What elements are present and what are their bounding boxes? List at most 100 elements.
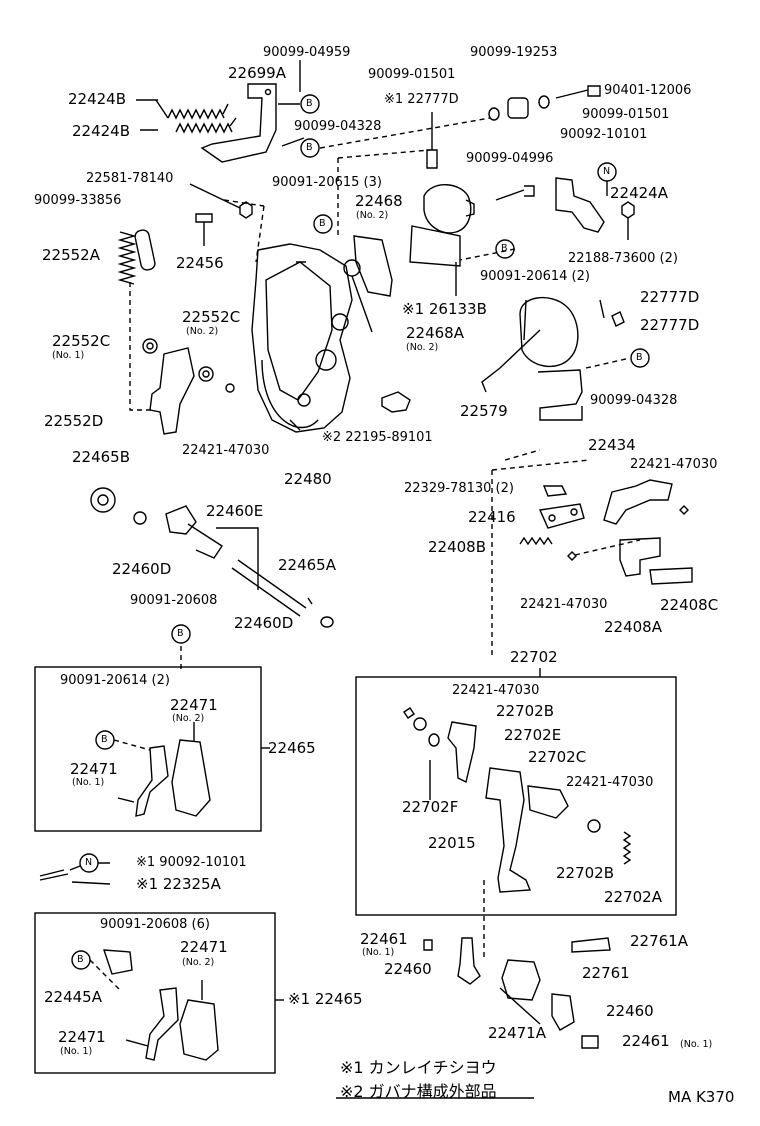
- label-22416: 22416: [468, 508, 516, 526]
- label-22445a: 22445A: [44, 988, 102, 1006]
- label-22465a: 22465A: [278, 556, 336, 574]
- label-22471-no2-sub: (No. 2): [172, 713, 205, 724]
- spring-22552a: [117, 229, 156, 285]
- label-22465: 22465: [268, 739, 316, 757]
- label-26133b: ※1 26133B: [402, 300, 487, 318]
- lever-22552d: [142, 338, 235, 435]
- bolt-22456: [189, 183, 253, 246]
- bracket-22699a: [200, 83, 277, 163]
- label-22702b-b: 22702B: [556, 864, 615, 882]
- label-90091-20614-b: 90091-20614 (2): [60, 673, 170, 688]
- label-22471a: 22471A: [488, 1024, 546, 1042]
- label-90401-12006: 90401-12006: [604, 83, 692, 98]
- label-90099-33856: 90099-33856: [34, 193, 122, 208]
- lever-22471-box1: [117, 722, 211, 817]
- label-22471-b-no1: 22471: [58, 1028, 106, 1046]
- label-90091-20608-b: 90091-20608 (6): [100, 917, 210, 932]
- bubble-n-1: N: [603, 166, 611, 177]
- label-22761: 22761: [582, 964, 630, 982]
- figure-code: MA K370: [668, 1088, 735, 1106]
- diaphragm-26133b: [409, 184, 475, 296]
- bubble-b-2: B: [306, 142, 313, 153]
- label-22460-a: 22460: [384, 960, 432, 978]
- label-22461-b-no1: (No. 1): [680, 1039, 713, 1050]
- label-22015: 22015: [428, 834, 476, 852]
- label-22188-73600: 22188-73600 (2): [568, 251, 678, 266]
- spring-22424b-lower: [175, 117, 237, 134]
- lever-22702-assembly: [403, 707, 632, 893]
- box-22465: [34, 666, 262, 832]
- actuator-22579: [481, 296, 625, 421]
- shaft-22460e: [133, 505, 334, 628]
- label-22460d-b: 22460D: [234, 614, 294, 632]
- plug-22195: [381, 391, 411, 413]
- label-22460-b: 22460: [606, 1002, 654, 1020]
- label-22471-b-no2: 22471: [180, 938, 228, 956]
- label-22480: 22480: [284, 470, 332, 488]
- label-90099-19253: 90099-19253: [470, 45, 558, 60]
- label-22421-47030-e: 22421-47030: [566, 775, 654, 790]
- box-22702: [355, 676, 677, 916]
- label-22702b-a: 22702B: [496, 702, 555, 720]
- leaders-top-left: [136, 60, 305, 147]
- label-22325a: ※1 22325A: [136, 875, 221, 893]
- label-22421-47030-b: 22421-47030: [630, 457, 718, 472]
- bracket-22424a: [555, 177, 635, 240]
- label-22471-no1: 22471: [70, 760, 118, 778]
- label-22434: 22434: [588, 436, 636, 454]
- label-22699a: 22699A: [228, 64, 286, 82]
- label-22471-b-no1-sub: (No. 1): [60, 1046, 93, 1057]
- box-22465-lower: [34, 912, 276, 1074]
- label-90092-10101-b: ※1 90092-10101: [136, 855, 247, 870]
- label-22421-47030-a: 22421-47030: [182, 443, 270, 458]
- label-22777d-r2: 22777D: [640, 316, 700, 334]
- pin-22777d-top: [426, 112, 438, 169]
- label-90091-20614-a: 90091-20614 (2): [480, 269, 590, 284]
- bubble-b-7: B: [101, 734, 108, 745]
- label-22408a: 22408A: [604, 618, 662, 636]
- bubble-b-5: B: [636, 352, 643, 363]
- label-90092-10101-a: 90092-10101: [560, 127, 648, 142]
- label-22461-a-no1: (No. 1): [362, 947, 395, 958]
- label-22702a: 22702A: [604, 888, 662, 906]
- label-22552c-a: 22552C: [52, 332, 111, 350]
- label-22777d-top: ※1 22777D: [384, 92, 459, 107]
- label-22408c: 22408C: [660, 596, 719, 614]
- spring-22424b-upper: [155, 99, 229, 120]
- label-22777d-r1: 22777D: [640, 288, 700, 306]
- label-22460d-a: 22460D: [112, 560, 172, 578]
- label-90099-04996: 90099-04996: [466, 151, 554, 166]
- label-22408b: 22408B: [428, 538, 487, 556]
- b-bubbles: [71, 94, 650, 970]
- label-22552c-b: 22552C: [182, 308, 241, 326]
- label-22702f: 22702F: [402, 798, 459, 816]
- label-22424b-2: 22424B: [72, 122, 131, 140]
- label-90091-20608-a: 90091-20608: [130, 593, 218, 608]
- label-22421-47030-c: 22421-47030: [520, 597, 608, 612]
- governor-housing-22480: [251, 243, 353, 433]
- lower-right-parts: [423, 937, 611, 1049]
- label-22424b-1: 22424B: [68, 90, 127, 108]
- label-22460e: 22460E: [206, 502, 264, 520]
- bubble-b-8: B: [77, 954, 84, 965]
- label-22702: 22702: [510, 648, 558, 666]
- label-22461-a: 22461: [360, 930, 408, 948]
- label-22468-no2: (No. 2): [356, 210, 389, 221]
- label-90099-04959: 90099-04959: [263, 45, 351, 60]
- label-22552a: 22552A: [42, 246, 100, 264]
- label-22579: 22579: [460, 402, 508, 420]
- label-22702e: 22702E: [504, 726, 562, 744]
- gasket-22468: [343, 235, 393, 333]
- label-90099-04328-a: 90099-04328: [294, 119, 382, 134]
- stud-22325a: [39, 862, 111, 885]
- spring-22408b: [519, 536, 553, 546]
- bearing-22465b: [90, 487, 116, 513]
- label-22552c-b-no2: (No. 2): [186, 326, 219, 337]
- label-90099-04328-b: 90099-04328: [590, 393, 678, 408]
- label-22471-no2: 22471: [170, 696, 218, 714]
- label-22471-no1-sub: (No. 1): [72, 777, 105, 788]
- footnote-1: ※1 カンレイチシヨウ: [340, 1058, 497, 1077]
- bolt-90099-04996: [495, 185, 535, 201]
- label-22456: 22456: [176, 254, 224, 272]
- label-22195-89101: ※2 22195-89101: [322, 430, 433, 445]
